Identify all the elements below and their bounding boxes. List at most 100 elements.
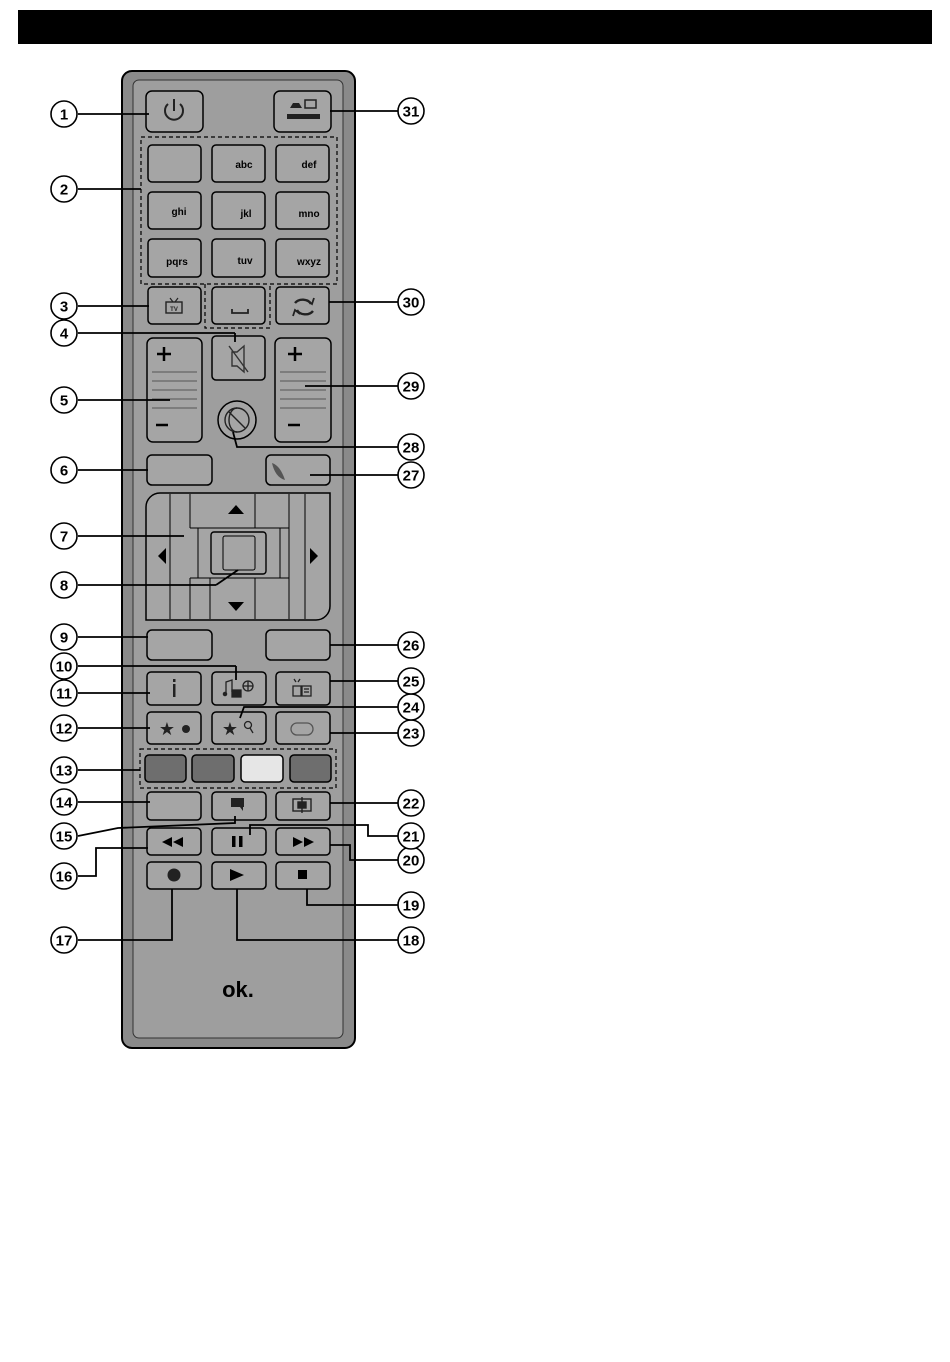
callout-27-number: 27 xyxy=(403,468,420,485)
record-button[interactable] xyxy=(147,862,201,889)
callout-31-number: 31 xyxy=(403,104,420,121)
picture-mode-button[interactable] xyxy=(276,792,330,820)
callout-25-number: 25 xyxy=(403,674,420,691)
volume-rocker[interactable] xyxy=(147,338,202,442)
key-5-letters: jkl xyxy=(239,209,251,220)
key-7-letters: pqrs xyxy=(166,257,188,268)
callout-8-number: 8 xyxy=(60,578,68,595)
callout-27: 27 xyxy=(398,462,424,488)
svg-text:★: ★ xyxy=(222,719,238,740)
tv-button[interactable]: TV xyxy=(148,287,201,324)
callout-18: 18 xyxy=(398,927,424,953)
callout-5: 5 xyxy=(51,387,77,413)
callout-21: 21 xyxy=(398,823,424,849)
internet-button[interactable] xyxy=(218,401,256,439)
menu-button[interactable] xyxy=(147,455,212,485)
callout-16-number: 16 xyxy=(56,869,73,886)
callout-28: 28 xyxy=(398,434,424,460)
subtitles-button[interactable] xyxy=(212,792,266,820)
callout-28-number: 28 xyxy=(403,440,420,457)
rewind-button[interactable] xyxy=(147,828,201,855)
exit-button[interactable] xyxy=(266,630,330,660)
favorites-button[interactable]: ★ xyxy=(147,712,201,744)
callout-10: 10 xyxy=(51,653,77,679)
fast-forward-button[interactable] xyxy=(276,828,330,855)
callout-30-number: 30 xyxy=(403,295,420,312)
callout-19-number: 19 xyxy=(403,898,420,915)
blue-button[interactable] xyxy=(290,755,331,782)
brand-logo: ok. xyxy=(222,977,254,1002)
key-9-letters: wxyz xyxy=(296,257,321,268)
callout-13: 13 xyxy=(51,757,77,783)
callout-18-number: 18 xyxy=(403,933,420,950)
callout-4: 4 xyxy=(51,320,77,346)
stop-button[interactable] xyxy=(276,862,330,889)
callout-4-number: 4 xyxy=(60,326,69,343)
key-9[interactable]: wxyz xyxy=(276,239,329,277)
key-1[interactable] xyxy=(148,145,201,182)
callout-2: 2 xyxy=(51,176,77,202)
callout-12-number: 12 xyxy=(56,721,73,738)
key-2-letters: abc xyxy=(235,160,253,171)
callout-10-number: 10 xyxy=(56,659,73,676)
callout-7: 7 xyxy=(51,523,77,549)
green-button[interactable] xyxy=(192,755,234,782)
callout-14-number: 14 xyxy=(56,795,73,812)
power-button[interactable] xyxy=(146,91,203,132)
key-2[interactable]: abc xyxy=(212,145,265,182)
netflix-button[interactable] xyxy=(266,455,330,485)
source-button[interactable] xyxy=(274,91,331,132)
key-3[interactable]: def xyxy=(276,145,329,182)
callout-31: 31 xyxy=(398,98,424,124)
callout-26: 26 xyxy=(398,632,424,658)
callout-11: 11 xyxy=(51,680,77,706)
callout-21-number: 21 xyxy=(403,829,420,846)
callout-9-number: 9 xyxy=(60,630,68,647)
key-7[interactable]: pqrs xyxy=(148,239,201,277)
key-4-letters: ghi xyxy=(172,207,187,218)
pause-button[interactable] xyxy=(212,828,266,855)
play-button[interactable] xyxy=(212,862,266,889)
callout-8: 8 xyxy=(51,572,77,598)
callout-12: 12 xyxy=(51,715,77,741)
media-browser-button[interactable] xyxy=(212,672,266,705)
callout-3-number: 3 xyxy=(60,299,68,316)
ok-button[interactable] xyxy=(211,532,266,574)
key-8[interactable]: tuv xyxy=(212,239,265,277)
callout-2-number: 2 xyxy=(60,182,68,199)
key-8-letters: tuv xyxy=(238,256,253,267)
callout-23-number: 23 xyxy=(403,726,420,743)
svg-text:★: ★ xyxy=(159,719,175,740)
callout-25: 25 xyxy=(398,668,424,694)
callout-1-number: 1 xyxy=(60,107,68,124)
quick-menu-button[interactable]: ★ xyxy=(212,712,266,744)
text-button[interactable] xyxy=(147,792,201,820)
key-4[interactable]: ghi xyxy=(148,192,201,229)
callout-23: 23 xyxy=(398,720,424,746)
red-button[interactable] xyxy=(145,755,186,782)
callout-6-number: 6 xyxy=(60,463,68,480)
callout-24-number: 24 xyxy=(403,700,420,717)
callout-9: 9 xyxy=(51,624,77,650)
swap-button[interactable] xyxy=(276,287,329,324)
callout-15-number: 15 xyxy=(56,829,73,846)
callout-22-number: 22 xyxy=(403,796,420,813)
channel-rocker[interactable] xyxy=(275,338,331,442)
key-5[interactable]: jkl xyxy=(212,192,265,229)
yellow-button[interactable] xyxy=(241,755,283,782)
navigation-pad[interactable] xyxy=(146,493,330,620)
svg-text:TV: TV xyxy=(170,307,178,313)
key-0[interactable] xyxy=(212,287,265,324)
info-button[interactable] xyxy=(147,672,201,705)
epg-button[interactable] xyxy=(276,672,330,705)
key-6[interactable]: mno xyxy=(276,192,329,229)
back-button[interactable] xyxy=(147,630,212,660)
callout-19: 19 xyxy=(398,892,424,918)
language-button[interactable] xyxy=(276,712,330,744)
record-icon xyxy=(168,869,181,882)
key-6-letters: mno xyxy=(298,209,319,220)
callout-14: 14 xyxy=(51,789,77,815)
callout-26-number: 26 xyxy=(403,638,420,655)
mute-button[interactable] xyxy=(212,336,265,380)
